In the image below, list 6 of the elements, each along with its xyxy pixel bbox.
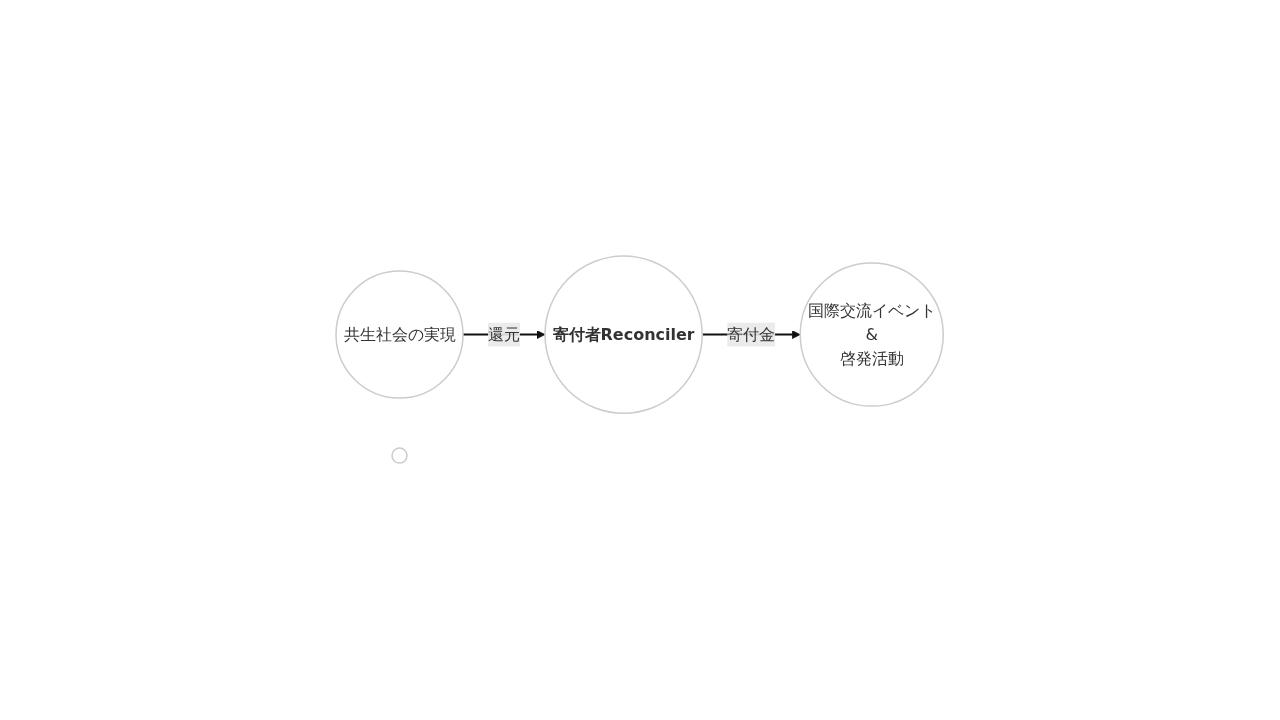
node-circle: 寄付者Reconciler xyxy=(544,255,704,415)
node-circle: 国際交流イベント & 啓発活動 xyxy=(799,262,945,408)
node-circle xyxy=(391,447,409,465)
edge-label: 還元 xyxy=(488,325,521,345)
node-circle: 共生社会の実現 xyxy=(335,270,465,400)
edge-label: 寄付金 xyxy=(727,325,776,345)
